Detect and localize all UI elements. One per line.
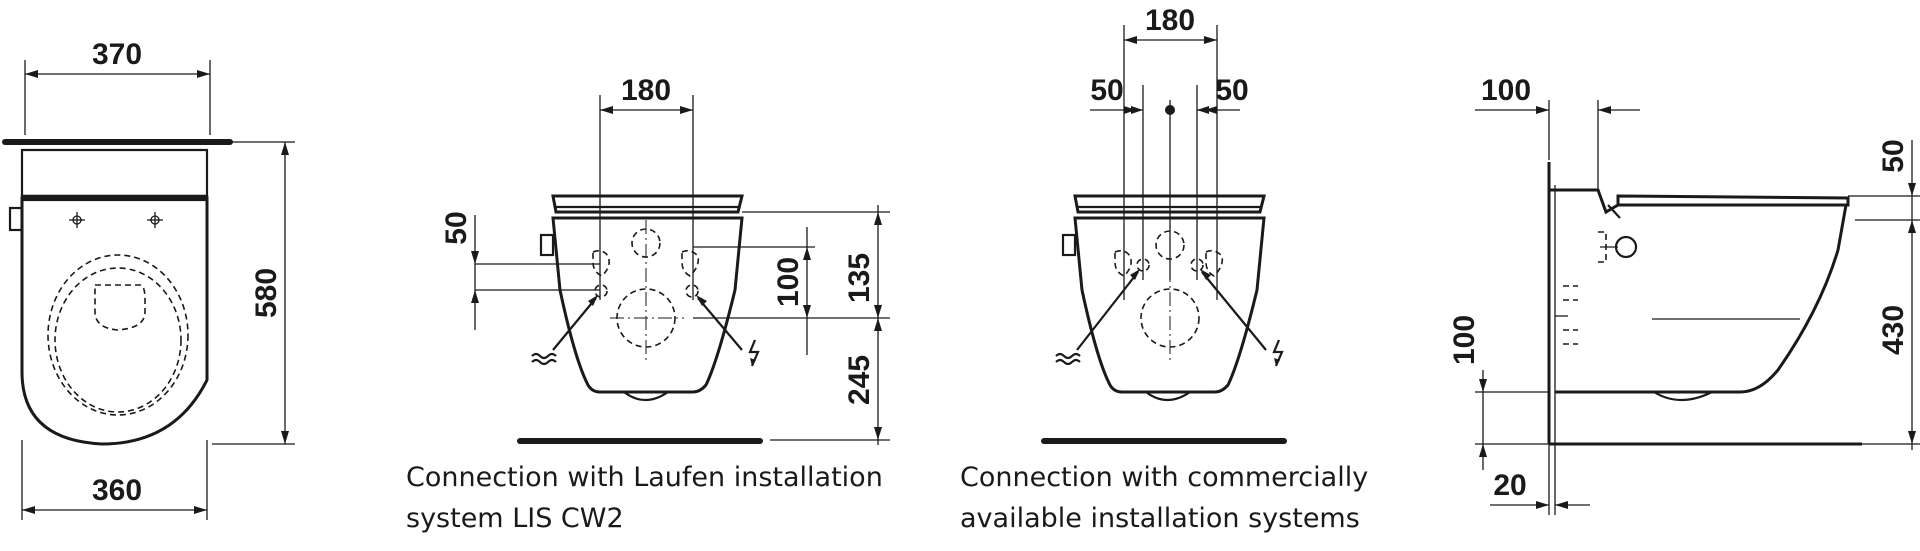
side-offset-top-label: 100 [1481, 74, 1531, 107]
side-seat-offset-label: 50 [1877, 139, 1910, 172]
lis-front-view: 180 50 [406, 74, 890, 534]
top-depth-label: 580 [250, 268, 283, 318]
commercial-offset-right-label: 50 [1215, 74, 1248, 107]
top-view: 370 580 [2, 38, 295, 520]
side-wall-height-label: 100 [1448, 315, 1481, 365]
lis-spacing-label: 180 [621, 74, 671, 107]
commercial-front-view: 180 50 50 [960, 4, 1368, 534]
lis-height-lower-label: 245 [843, 355, 876, 405]
lis-height-upper-label: 100 [772, 257, 805, 307]
lis-caption-line1: Connection with Laufen installation [406, 462, 883, 493]
commercial-offset-left-label: 50 [1090, 74, 1123, 107]
commercial-spacing-label: 180 [1145, 4, 1195, 37]
top-width-label: 370 [92, 38, 142, 71]
lis-caption-line2: system LIS CW2 [406, 503, 624, 534]
side-view: 100 50 430 100 20 [1448, 74, 1920, 515]
side-height-label: 430 [1877, 305, 1910, 355]
lis-height-mid-label: 135 [843, 253, 876, 303]
side-wall-thickness-label: 20 [1493, 469, 1526, 502]
commercial-caption-line2: available installation systems [960, 503, 1360, 534]
lis-offset-label: 50 [440, 211, 473, 244]
bottom-width-label: 360 [92, 474, 142, 507]
commercial-caption-line1: Connection with commercially [960, 462, 1368, 493]
